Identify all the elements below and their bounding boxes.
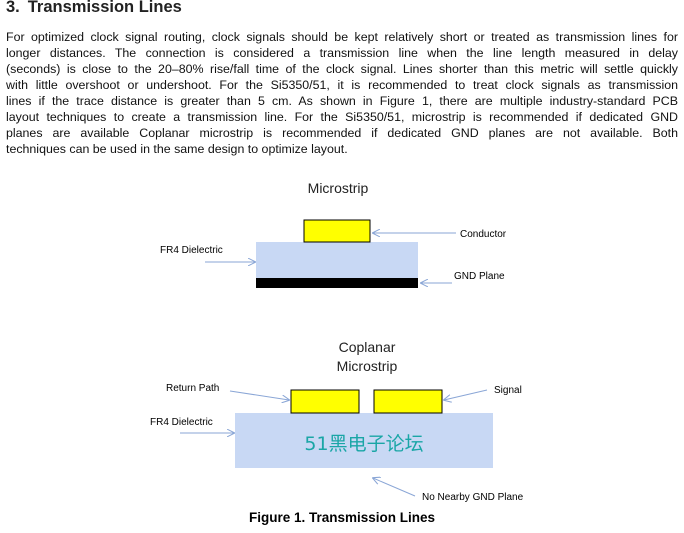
paragraph-line: techniques can be used in the same desig… — [6, 142, 348, 156]
paragraph-line: layout techniques to create a transmissi… — [6, 110, 678, 124]
section-heading: 3. Transmission Lines — [6, 0, 182, 17]
microstrip-dielectric-label: FR4 Dielectric — [160, 245, 223, 256]
coplanar-title-line2: Microstrip — [337, 358, 398, 374]
signal-label: Signal — [494, 385, 522, 396]
body-paragraph: For optimized clock signal routing, cloc… — [6, 29, 678, 157]
microstrip-gnd-plane — [256, 278, 418, 288]
microstrip-conductor — [303, 219, 371, 243]
coplanar-return-conductor — [290, 389, 360, 414]
no-gnd-label: No Nearby GND Plane — [422, 492, 524, 503]
paragraph-line: planes are available Coplanar microstrip… — [6, 126, 678, 140]
no-gnd-arrow — [373, 478, 416, 497]
coplanar-title-line1: Coplanar — [339, 339, 396, 355]
microstrip-dielectric — [256, 242, 418, 278]
section-title: Transmission Lines — [27, 0, 182, 16]
microstrip-title: Microstrip — [308, 180, 369, 196]
watermark-text: 51黑电子论坛 — [304, 433, 423, 455]
paragraph-line: with little overshoot or undershoot. For… — [6, 78, 678, 92]
paragraph-line: longer distances. The connection is cons… — [6, 46, 678, 60]
signal-arrow — [444, 389, 488, 400]
section-number: 3. — [6, 0, 20, 16]
paragraph-line: lines if the trace distance is greater t… — [6, 94, 678, 108]
figure-caption: Figure 1. Transmission Lines — [248, 510, 436, 525]
conductor-label: Conductor — [460, 229, 507, 240]
paragraph-line: (seconds) is close to the 20–80% rise/fa… — [6, 62, 678, 76]
coplanar-signal-conductor — [373, 389, 443, 414]
gnd-plane-label: GND Plane — [454, 271, 505, 282]
return-path-arrow — [229, 390, 289, 400]
coplanar-dielectric-label: FR4 Dielectric — [150, 417, 213, 428]
paragraph-line: For optimized clock signal routing, cloc… — [6, 30, 678, 44]
return-path-label: Return Path — [166, 383, 219, 394]
coplanar-dielectric — [235, 413, 493, 468]
